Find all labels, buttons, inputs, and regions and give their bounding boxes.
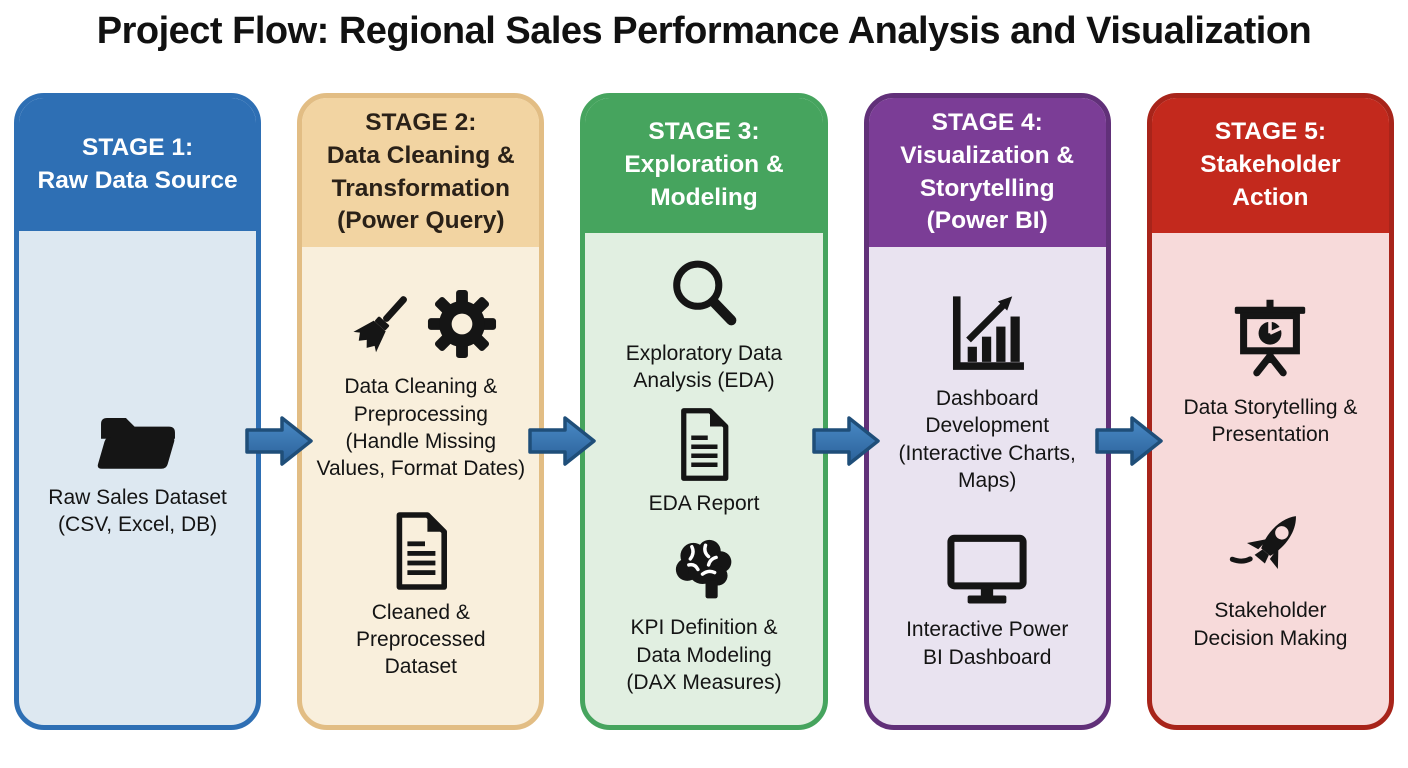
stage-1-header: STAGE 1: Raw Data Source [19,98,257,231]
stage-2-header: STAGE 2: Data Cleaning & Transformation … [302,98,540,247]
stage-5-header: STAGE 5: Stakeholder Action [1151,98,1390,233]
rocket-icon [1228,505,1312,589]
flow-arrow-1 [245,416,313,466]
stage-3-item-eda: Exploratory Data Analysis (EDA) [626,254,782,395]
stage-5-card: STAGE 5: Stakeholder Action Data Sto [1146,93,1395,730]
stage-1-card: STAGE 1: Raw Data Source Raw Sales Datas… [14,93,262,730]
stage-4-header: STAGE 4: Visualization & Storytelling (P… [868,98,1106,247]
stage-3-item-eda-report: EDA Report [648,407,760,517]
folder-open-icon [95,410,181,476]
brain-icon [662,530,746,606]
stage-3-card: STAGE 3: Exploration & Modeling Explorat… [580,93,828,730]
gear-icon [427,290,496,359]
stage-1-item-label: Raw Sales Dataset (CSV, Excel, DB) [48,485,227,536]
broom-icon [353,296,407,353]
stage-2-item-label: Cleaned & Preprocessed Dataset [356,600,486,679]
bar-chart-growth-icon [945,293,1029,377]
document-icon [389,511,453,591]
stage-2-item-label: Data Cleaning & Preprocessing (Handle Mi… [316,375,526,481]
stage-3-body: Exploratory Data Analysis (EDA) [585,233,822,725]
flow-arrow-2 [528,416,596,466]
stage-3-item-label: EDA Report [648,492,760,516]
stage-4-card: STAGE 4: Visualization & Storytelling (P… [863,93,1111,730]
stage-5-item-decision-making: Stakeholder Decision Making [1193,505,1347,652]
flow-arrow-3 [812,416,880,466]
monitor-icon [943,532,1031,608]
stage-3-item-kpi-modeling: KPI Definition & Data Modeling (DAX Meas… [626,530,782,696]
magnifier-icon [665,254,743,332]
broom-gear-icon [343,283,499,365]
stage-5-item-label: Data Storytelling & Presentation [1183,395,1358,447]
stage-5-item-storytelling: Data Storytelling & Presentation [1183,298,1357,449]
presentation-pie-icon [1226,298,1314,386]
document-icon [674,407,734,482]
stage-2-body: Data Cleaning & Preprocessing (Handle Mi… [302,247,539,725]
stage-5-body: Data Storytelling & Presentation [1152,233,1389,725]
stage-cards-row: STAGE 1: Raw Data Source Raw Sales Datas… [14,93,1395,730]
stage-2-card: STAGE 2: Data Cleaning & Transformation … [297,93,545,730]
stage-4-body: Dashboard Development (Interactive Chart… [869,247,1106,725]
stage-2-item-cleaning: Data Cleaning & Preprocessing (Handle Mi… [316,283,526,482]
stage-4-item-label: Dashboard Development (Interactive Chart… [898,387,1076,492]
flow-arrow-4 [1095,416,1163,466]
stage-3-item-label: Exploratory Data Analysis (EDA) [625,341,783,393]
stage-1-item-raw-dataset: Raw Sales Dataset (CSV, Excel, DB) [48,410,227,539]
stage-3-header: STAGE 3: Exploration & Modeling [585,98,823,233]
stage-4-item-powerbi-dashboard: Interactive Power BI Dashboard [906,532,1068,671]
stage-1-body: Raw Sales Dataset (CSV, Excel, DB) [19,231,256,725]
stage-4-item-dashboard-dev: Dashboard Development (Interactive Chart… [899,293,1076,494]
stage-2-item-cleaned-dataset: Cleaned & Preprocessed Dataset [356,511,486,681]
stage-3-item-label: KPI Definition & Data Modeling (DAX Meas… [626,616,782,694]
stage-5-item-label: Stakeholder Decision Making [1193,599,1348,650]
diagram-title: Project Flow: Regional Sales Performance… [96,10,1312,52]
stage-4-item-label: Interactive Power BI Dashboard [906,618,1069,669]
